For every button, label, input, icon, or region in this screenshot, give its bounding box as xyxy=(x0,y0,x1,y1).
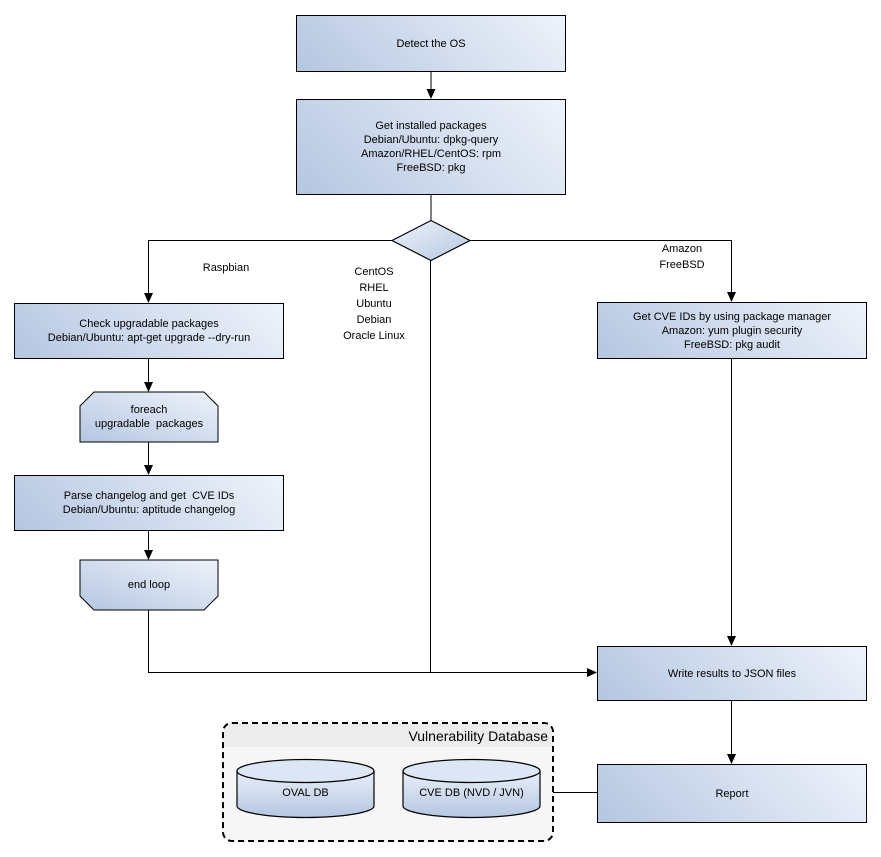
node-text: Parse changelog and get CVE IDs xyxy=(63,490,235,502)
edge-label-center-os-list: CentOS RHEL Ubuntu Debian Oracle Linux xyxy=(322,264,426,344)
vulnerability-database-header: Vulnerability Database xyxy=(224,724,552,747)
arrowhead-into-parse xyxy=(144,465,153,475)
node-parse-changelog: Parse changelog and get CVE IDs Debian/U… xyxy=(14,475,284,531)
node-detect-os-text: Detect the OS xyxy=(396,37,466,50)
node-check-upgradable-packages: Check upgradable packages Debian/Ubuntu:… xyxy=(14,303,284,359)
node-text: FreeBSD: pkg xyxy=(396,162,466,174)
edge-label-right-os-list: Amazon FreeBSD xyxy=(642,241,722,273)
arrowhead-into-foreach xyxy=(144,382,153,392)
vulnerability-database-title: Vulnerability Database xyxy=(408,727,548,744)
node-text: foreach xyxy=(130,404,168,416)
node-text: Check upgradable packages xyxy=(79,318,219,330)
edge-label-raspbian: Raspbian xyxy=(202,262,250,274)
decision-diamond xyxy=(390,219,472,262)
arrowhead-into-packages xyxy=(426,89,436,99)
edge-label-line: FreeBSD xyxy=(659,259,705,271)
arrowhead-into-getcve xyxy=(727,292,736,302)
edge-label-line: RHEL xyxy=(359,282,389,294)
cve-db-cylinder-icon xyxy=(402,758,541,819)
edge-label-line: Oracle Linux xyxy=(343,330,405,342)
node-get-cve-ids: Get CVE IDs by using package manager Ama… xyxy=(597,302,867,359)
oval-db-cylinder-icon xyxy=(236,758,375,819)
node-get-installed-packages: Get installed packages Debian/Ubuntu: dp… xyxy=(296,99,566,195)
foreach-loop-shape xyxy=(79,391,219,443)
node-text: Get installed packages xyxy=(375,120,487,132)
node-write-results-json: Write results to JSON files xyxy=(597,646,867,701)
node-text: Write results to JSON files xyxy=(667,667,797,680)
arrowhead-into-write-top xyxy=(727,636,736,646)
arrowhead-into-report xyxy=(727,754,736,764)
arrowheads xyxy=(144,89,736,764)
node-detect-os: Detect the OS xyxy=(296,15,566,72)
edge-label-line: Ubuntu xyxy=(356,298,392,310)
node-text: Report xyxy=(715,787,749,800)
node-text: upgradable packages xyxy=(94,418,204,430)
end-loop-shape xyxy=(79,559,219,611)
node-text: Amazon: yum plugin security xyxy=(661,324,803,337)
node-text: end loop xyxy=(127,579,171,591)
node-text: Debian/Ubuntu: aptitude changelog xyxy=(62,504,236,516)
arrowhead-into-write xyxy=(587,668,597,677)
arrowhead-into-endloop xyxy=(144,550,153,560)
edge-label-line: CentOS xyxy=(354,266,394,278)
edge-label-line: Debian xyxy=(356,314,392,326)
node-report: Report xyxy=(597,764,867,823)
arrowhead-into-check xyxy=(144,293,153,303)
node-text: FreeBSD: pkg audit xyxy=(684,338,780,351)
node-text: Get CVE IDs by using package manager xyxy=(632,310,832,323)
node-text: Debian/Ubuntu: dpkg-query xyxy=(363,134,499,146)
cve-db-label: CVE DB (NVD / JVN) xyxy=(419,787,524,799)
node-text: Debian/Ubuntu: apt-get upgrade --dry-run xyxy=(47,332,251,344)
edge-label-line: Amazon xyxy=(661,243,703,255)
node-end-loop: end loop xyxy=(80,560,218,610)
node-text: Amazon/RHEL/CentOS: rpm xyxy=(361,148,501,160)
oval-db-label: OVAL DB xyxy=(282,787,329,799)
node-foreach-loop: foreach upgradable packages xyxy=(80,392,218,442)
